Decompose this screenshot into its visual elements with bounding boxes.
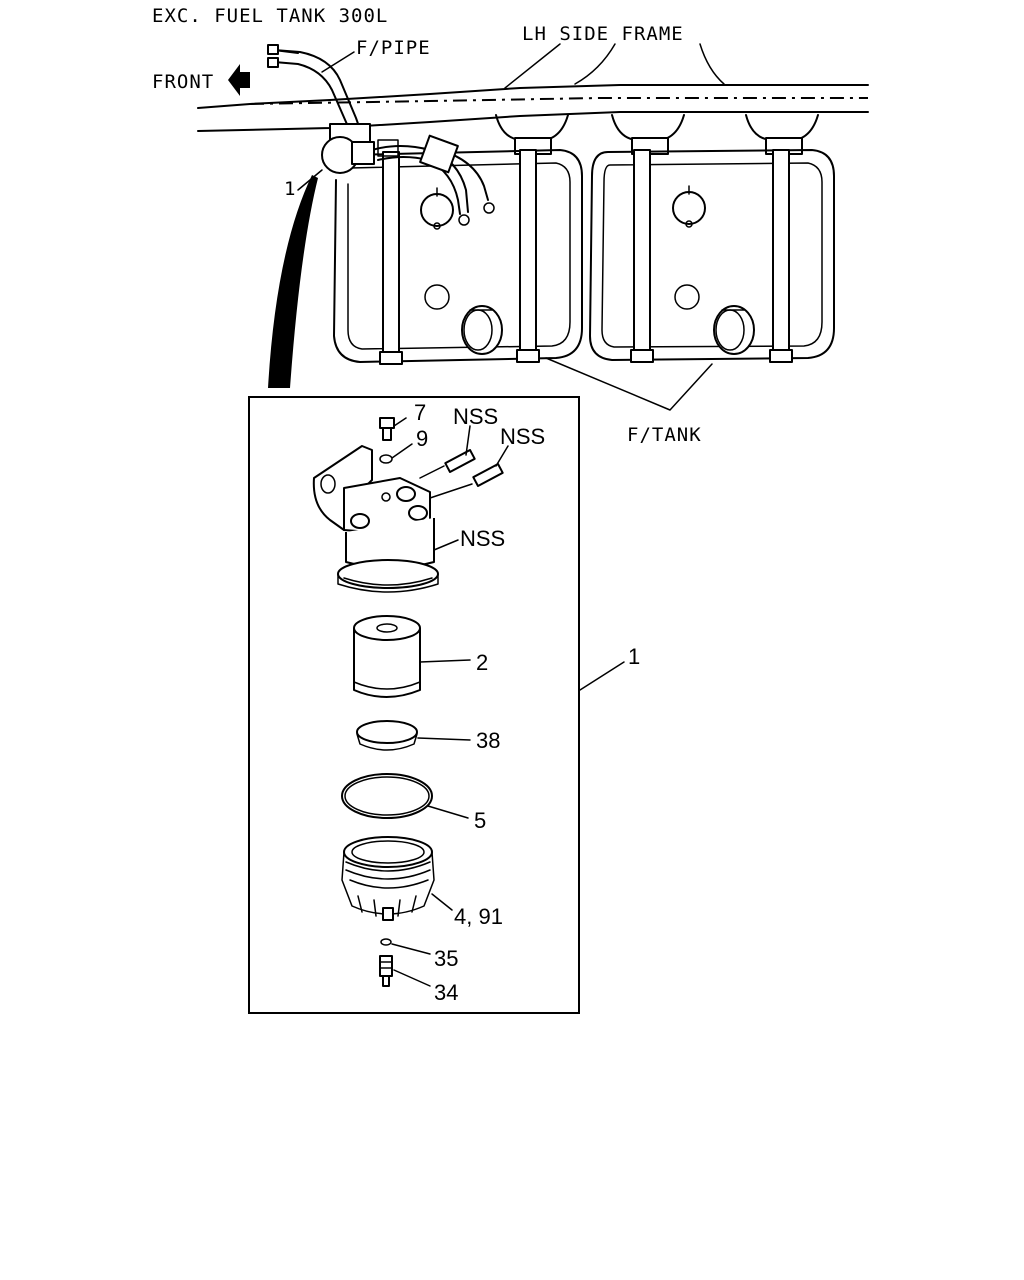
bolt (379, 417, 407, 441)
filter-on-frame (297, 123, 399, 191)
diagram-title: EXC. FUEL TANK 300L (152, 5, 388, 27)
zoom-leader-icon (268, 175, 318, 388)
drain-seal (380, 938, 431, 955)
front-label: FRONT (152, 71, 214, 93)
assembly-leader (579, 661, 625, 691)
label-drain: 34 (434, 980, 458, 1005)
detail-frame (248, 396, 580, 1014)
fuel-tank-leader (545, 357, 713, 411)
label-nss-a: NSS (453, 404, 498, 429)
label-o-ring: 5 (474, 808, 486, 833)
label-nss-head: NSS (460, 526, 505, 551)
label-bowl: 4, 91 (454, 904, 503, 929)
filter-callout: 1 (284, 178, 296, 200)
filter-head (312, 445, 459, 593)
filter-bowl (341, 836, 453, 921)
label-element: 2 (476, 650, 488, 675)
side-frame-label: LH SIDE FRAME (522, 23, 684, 45)
label-washer: 9 (416, 426, 428, 451)
tank-hoses (371, 134, 495, 226)
front-arrow-icon (228, 64, 250, 96)
nss-pin-upper (419, 425, 476, 479)
fuel-pipe-label: F/PIPE (356, 37, 431, 59)
drain-plug (379, 955, 431, 987)
fuel-tank-label: F/TANK (627, 424, 702, 446)
nss-pin-lower (429, 445, 509, 499)
fuel-tank-right (589, 114, 835, 363)
filter-element (353, 615, 471, 698)
label-ring: 38 (476, 728, 500, 753)
fuel-pipes (267, 44, 363, 141)
side-frame (197, 43, 869, 132)
label-bolt: 7 (414, 400, 426, 425)
o-ring (341, 773, 469, 819)
washer (379, 443, 413, 464)
label-nss-b: NSS (500, 424, 545, 449)
fuel-tank-left (333, 114, 583, 365)
retaining-ring (356, 720, 471, 751)
label-seal: 35 (434, 946, 458, 971)
label-assembly: 1 (628, 644, 640, 669)
